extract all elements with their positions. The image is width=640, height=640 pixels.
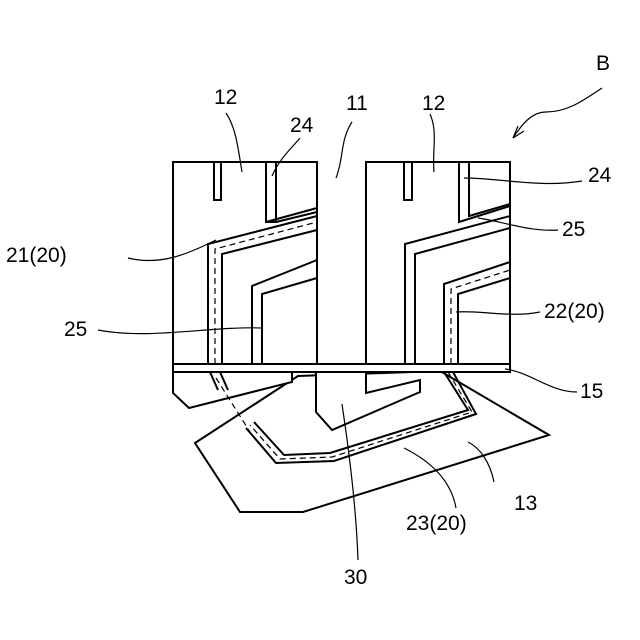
label-terminal-left-12: 12 (214, 86, 237, 109)
label-trace-22: 22(20) (544, 300, 605, 323)
label-edge-right-24: 24 (588, 164, 612, 187)
label-flex-board-13: 13 (514, 492, 537, 515)
label-stiffener-15: 15 (580, 380, 603, 403)
label-pad-right-25: 25 (562, 218, 585, 241)
left-block (173, 162, 317, 364)
label-tab-30: 30 (344, 566, 367, 589)
right-block (366, 162, 510, 364)
stiffener-bar-15 (173, 364, 510, 372)
label-edge-left-24: 24 (290, 114, 314, 137)
label-trace-23: 23(20) (406, 512, 467, 535)
label-pad-left-25: 25 (64, 318, 87, 341)
label-view-b: B (596, 52, 610, 75)
label-slit-11: 11 (346, 92, 368, 115)
label-terminal-right-12: 12 (422, 92, 445, 115)
label-trace-21: 21(20) (6, 244, 67, 267)
